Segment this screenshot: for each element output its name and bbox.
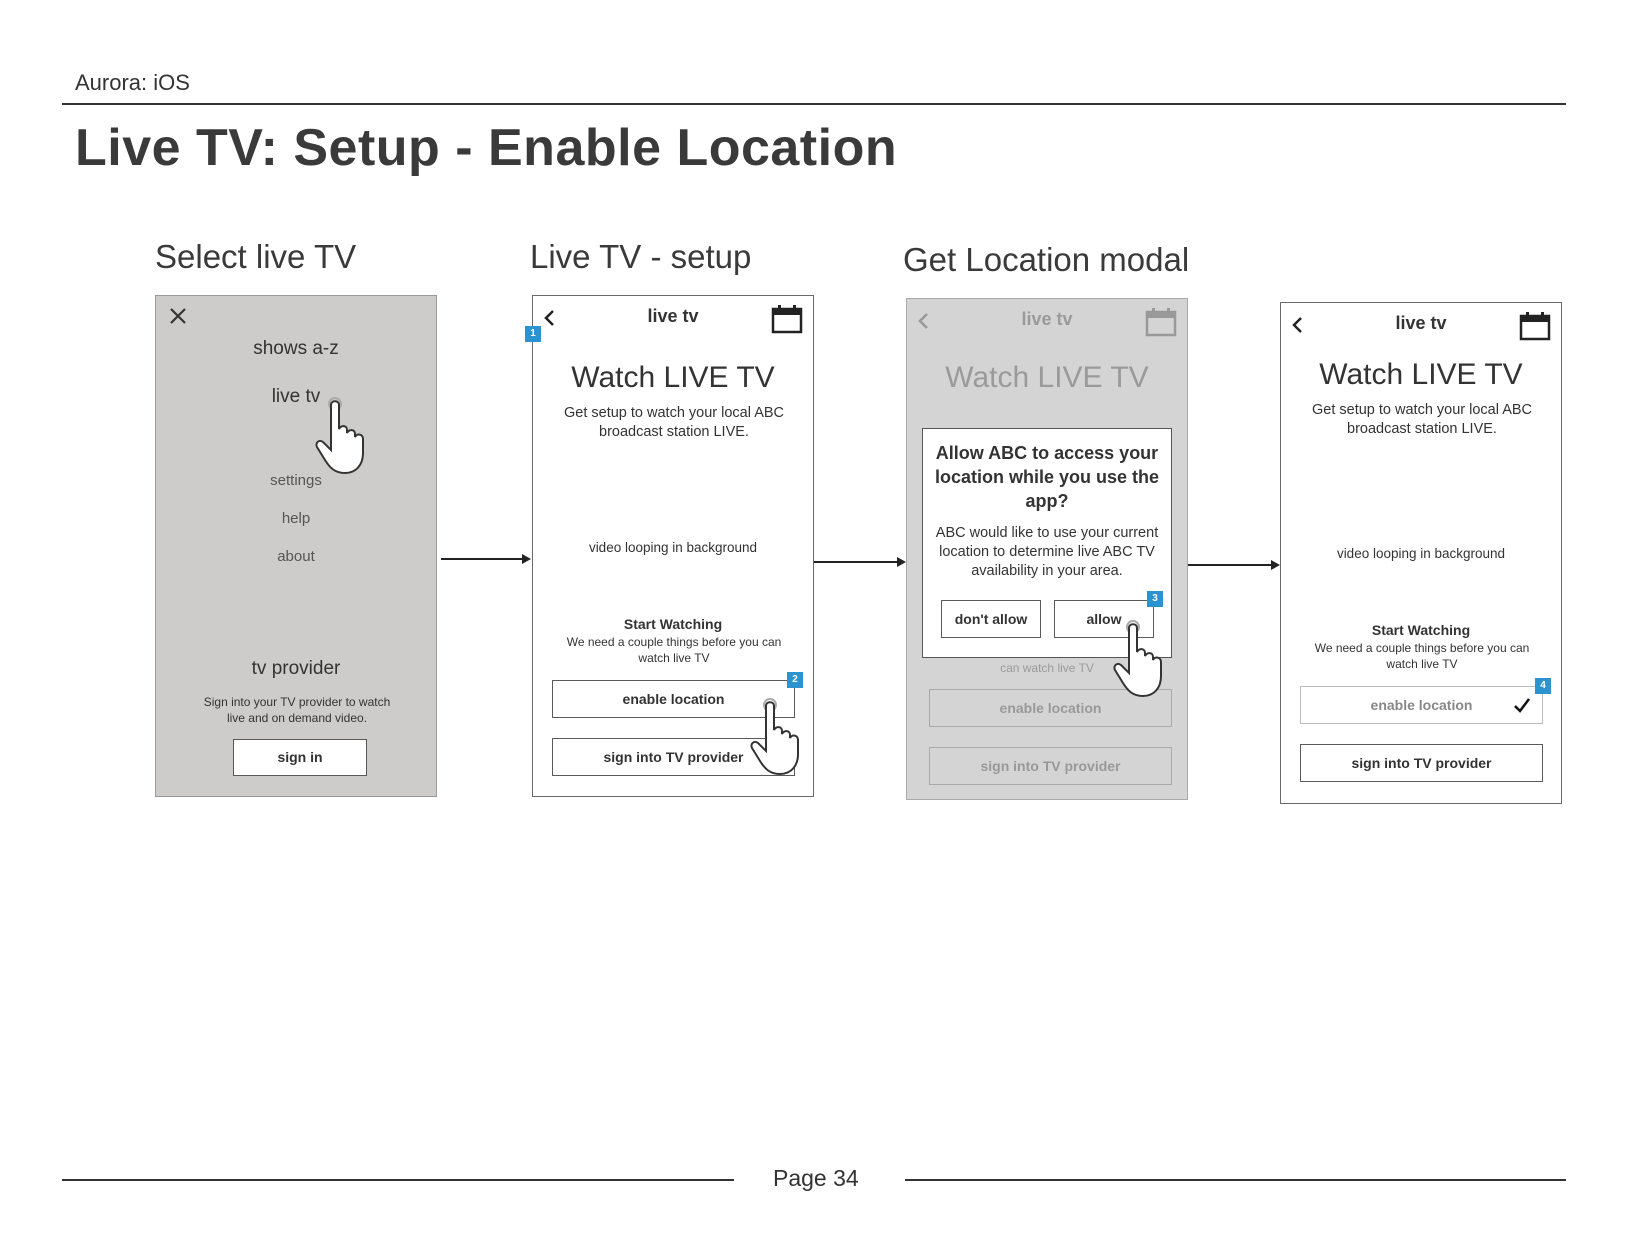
setup-screen: live tv 1 Watch LIVE TV Get setup to wat… — [525, 295, 814, 797]
page-number: Page 34 — [773, 1165, 859, 1191]
dialog-title: Allow ABC to access your location while … — [934, 443, 1160, 511]
start-watching-text: We need a couple things before you can w… — [566, 635, 782, 665]
menu-item-shows-a-z[interactable]: shows a-z — [253, 338, 339, 359]
menu-item-settings[interactable]: settings — [270, 472, 322, 489]
flow-arrow — [814, 561, 898, 563]
watch-live-heading: Watch LIVE TV — [1319, 358, 1523, 391]
flow-arrow — [441, 558, 523, 560]
nav-title: live tv — [1395, 313, 1447, 333]
flow-arrow-head — [897, 557, 906, 567]
back-chevron-icon[interactable] — [543, 308, 557, 328]
dialog-text: ABC would like to use your current locat… — [935, 525, 1159, 579]
enable-location-button[interactable]: enable location — [552, 680, 795, 718]
nav-title: live tv — [1021, 309, 1073, 329]
behind-text: can watch live TV — [1000, 661, 1094, 675]
tv-provider-heading: tv provider — [251, 658, 341, 679]
back-chevron-icon — [918, 313, 928, 329]
back-chevron-icon[interactable] — [1291, 315, 1305, 335]
start-watching-heading: Start Watching — [623, 616, 723, 632]
menu-item-help[interactable]: help — [281, 510, 311, 527]
footer-divider-right — [905, 1179, 1566, 1181]
menu-screen: shows a-z live tv settings help about tv… — [155, 295, 437, 797]
video-note: video looping in background — [1336, 546, 1506, 561]
video-note: video looping in background — [588, 540, 758, 555]
header-divider — [62, 103, 1566, 105]
calendar-icon — [1145, 308, 1177, 337]
section-title-get-location-modal: Get Location modal — [903, 241, 1190, 278]
page-title: Live TV: Setup - Enable Location — [75, 119, 898, 177]
flow-arrow-head — [1271, 560, 1280, 570]
section-title-live-tv-setup: Live TV - setup — [530, 238, 752, 275]
setup-subtext: Get setup to watch your local ABC broadc… — [1311, 402, 1533, 437]
hand-pointer-icon — [1113, 620, 1162, 698]
dont-allow-button[interactable]: don't allow — [941, 600, 1041, 638]
enable-location-button[interactable]: enable location — [1300, 686, 1543, 724]
watch-live-heading: Watch LIVE TV — [945, 361, 1149, 394]
setup-subtext: Get setup to watch your local ABC broadc… — [563, 405, 785, 440]
footer-divider-left — [62, 1179, 734, 1181]
calendar-icon[interactable] — [1519, 311, 1551, 341]
tv-provider-text: Sign into your TV provider to watch live… — [203, 695, 391, 725]
start-watching-text: We need a couple things before you can w… — [1314, 641, 1530, 671]
menu-item-live-tv[interactable]: live tv — [271, 386, 321, 407]
done-screen: live tv Watch LIVE TV Get setup to watch… — [1280, 302, 1562, 804]
step-badge: 3 — [1147, 591, 1163, 607]
checkmark-icon — [1514, 698, 1530, 713]
calendar-icon[interactable] — [771, 304, 803, 334]
sign-in-button[interactable]: sign in — [233, 739, 367, 776]
close-icon[interactable] — [168, 306, 188, 326]
step-badge: 2 — [787, 672, 803, 688]
flow-arrow — [1188, 564, 1272, 566]
sign-into-provider-button[interactable]: sign into TV provider — [1300, 744, 1543, 782]
enable-location-button: enable location — [929, 689, 1172, 727]
document-label: Aurora: iOS — [75, 70, 190, 95]
step-badge: 1 — [525, 326, 541, 342]
nav-title: live tv — [647, 306, 699, 326]
menu-item-about[interactable]: about — [277, 548, 315, 565]
hand-pointer-icon — [750, 698, 799, 776]
section-title-select-live-tv: Select live TV — [155, 238, 357, 275]
watch-live-heading: Watch LIVE TV — [571, 361, 775, 394]
modal-screen: live tv Watch LIVE TV can watch live TV … — [906, 298, 1188, 800]
step-badge: 4 — [1535, 678, 1551, 694]
flow-arrow-head — [522, 554, 531, 564]
sign-into-provider-button: sign into TV provider — [929, 747, 1172, 785]
hand-pointer-icon — [315, 397, 364, 475]
start-watching-heading: Start Watching — [1371, 622, 1471, 638]
